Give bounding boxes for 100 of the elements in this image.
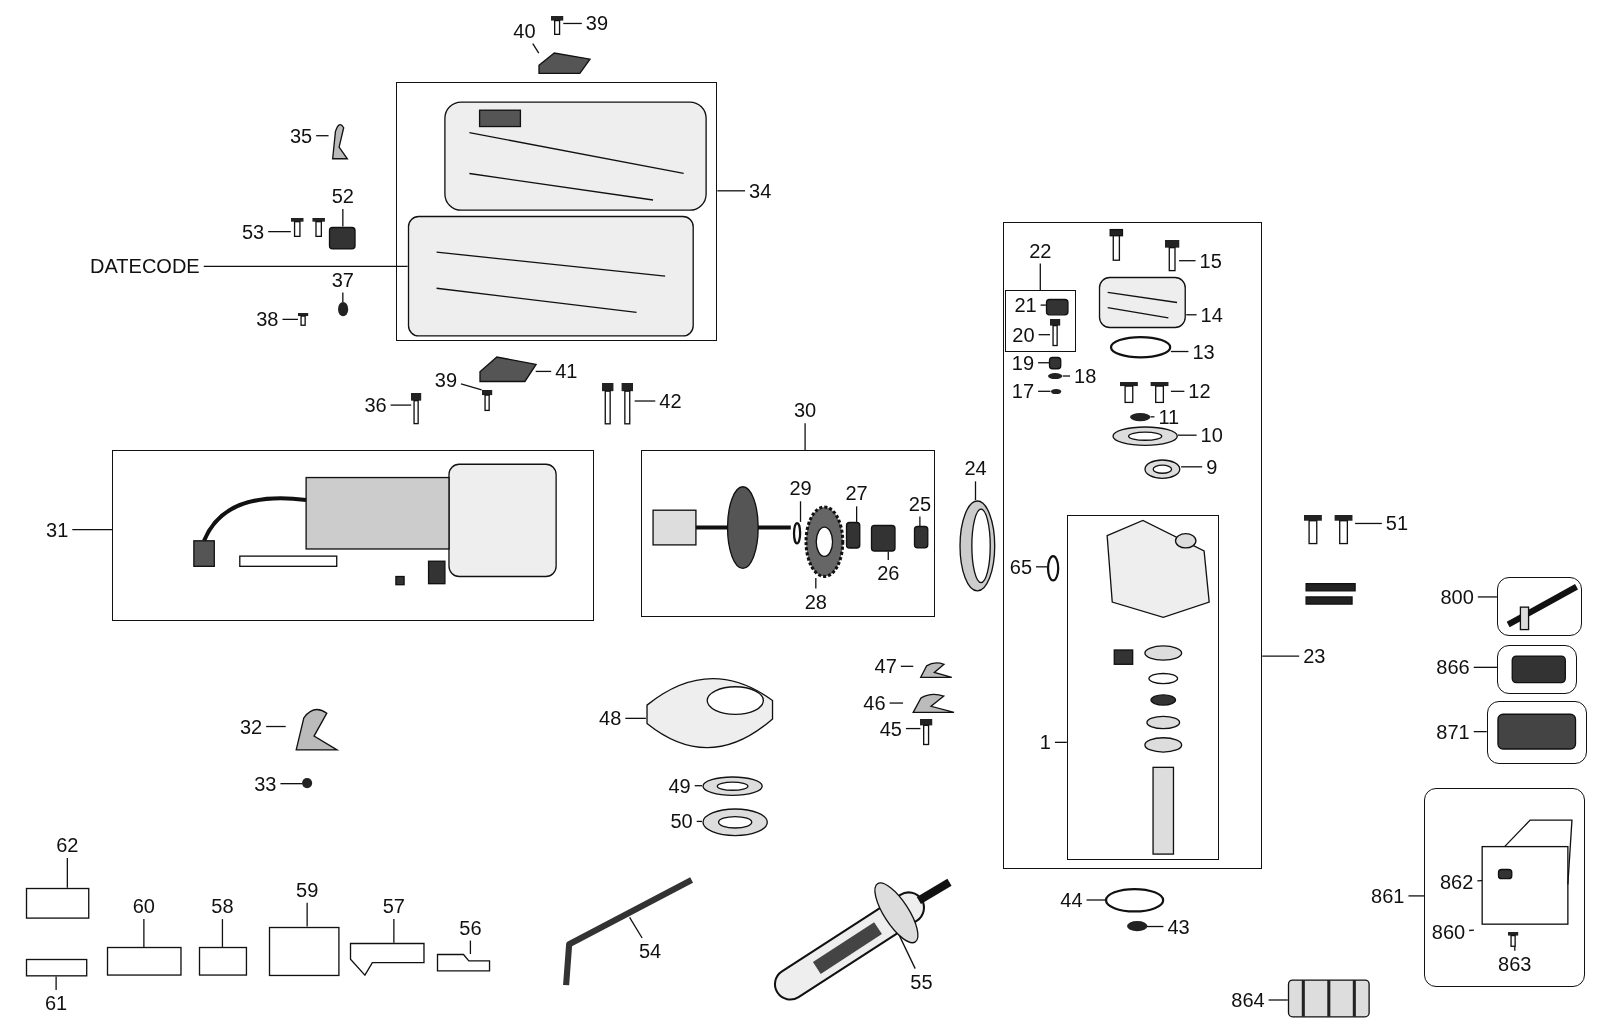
small-part-drawing: [1050, 389, 1061, 395]
callout-number: 51: [1384, 512, 1410, 535]
callout-number: 800: [1439, 585, 1475, 608]
callout-number: 866: [1435, 656, 1471, 679]
callout-number: 13: [1191, 340, 1216, 363]
callout-number: 17: [1010, 380, 1036, 403]
callout-number: 37: [330, 268, 355, 291]
screw-drawing: [297, 313, 309, 326]
callout-number: 19: [1010, 351, 1036, 374]
leader-line: [535, 370, 552, 373]
callout-number: 30: [792, 399, 818, 422]
leader-line: [1178, 260, 1197, 262]
group-frame: [1496, 644, 1577, 694]
leader-line: [1170, 390, 1185, 392]
leader-line: [1062, 375, 1071, 377]
callout-number: 56: [458, 916, 483, 939]
ring-drawing: [1109, 336, 1171, 359]
small-part-drawing: [302, 777, 313, 788]
callout-number: 53: [240, 220, 266, 243]
callout-number: 43: [1166, 915, 1191, 938]
callout-number: 33: [253, 772, 278, 795]
leader-line: [71, 528, 113, 531]
leader-line: [315, 135, 330, 137]
leader-line: [393, 918, 395, 944]
callout-number: 45: [878, 717, 903, 740]
screw-drawing: [1507, 932, 1518, 947]
leader-line: [1149, 416, 1156, 418]
screw-drawing: [481, 389, 492, 411]
leader-line: [1468, 929, 1475, 932]
leader-line: [905, 727, 922, 730]
callout-number: 54: [637, 940, 663, 962]
disk-drawing: [959, 500, 996, 592]
leader-line: [265, 725, 287, 728]
leader-line: [143, 918, 145, 948]
callout-number: 12: [1187, 380, 1212, 403]
callout-number: 14: [1199, 303, 1224, 326]
label-drawing: [198, 946, 247, 976]
leader-line: [628, 916, 643, 939]
callout-number: 21: [1013, 294, 1038, 317]
group-frame: [1424, 787, 1585, 987]
small-part-drawing: [337, 302, 348, 317]
part-drawing: [328, 226, 356, 249]
leader-line: [1407, 895, 1426, 897]
leader-line: [634, 400, 656, 402]
label-drawing: [269, 926, 340, 976]
callout-number: 25: [907, 492, 932, 515]
part-drawing: [1049, 356, 1062, 369]
callout-number: 31: [45, 518, 70, 541]
cover-drawing: [479, 357, 536, 382]
callout-number: 35: [288, 124, 314, 147]
screw-drawing: [411, 392, 422, 424]
part-drawing: [1498, 869, 1513, 880]
housing-drawing: [407, 215, 694, 337]
callout-number: 61: [44, 992, 69, 1015]
callout-number: 52: [330, 184, 355, 207]
label-drawing: [25, 887, 89, 919]
leader-line: [532, 42, 540, 54]
leader-line: [1170, 350, 1190, 353]
leader-line: [799, 500, 802, 523]
callout-label: DATECODE: [89, 255, 201, 278]
screw-pair-drawing: [290, 218, 327, 237]
leader-line: [804, 422, 806, 451]
callout-number: 15: [1198, 249, 1223, 272]
screw-drawing: [1164, 240, 1180, 271]
group-frame: [1486, 701, 1587, 765]
label-drawing: [350, 942, 425, 976]
ring-drawing: [1105, 887, 1165, 913]
leader-line: [974, 480, 977, 501]
callout-number: 44: [1059, 889, 1084, 911]
screw-pair-drawing: [1119, 382, 1171, 403]
leader-line: [390, 404, 412, 406]
callout-number: 18: [1073, 365, 1098, 387]
leader-line: [562, 22, 583, 25]
leader-line: [1177, 434, 1198, 436]
group-frame: [1003, 222, 1263, 870]
callout-number: 59: [295, 878, 320, 901]
callout-number: 22: [1028, 239, 1053, 262]
callout-number: 860: [1430, 921, 1467, 944]
bearing-drawing: [702, 808, 769, 837]
callout-number: 24: [963, 457, 988, 480]
group-frame: [1004, 290, 1076, 352]
callout-number: 863: [1497, 952, 1533, 975]
leader-line: [1514, 945, 1516, 952]
callout-number: 48: [598, 707, 623, 730]
callout-number: 58: [210, 895, 235, 918]
cover-drawing: [538, 53, 590, 74]
callout-number: 861: [1370, 884, 1406, 907]
part-drawing: [846, 521, 861, 549]
callout-number: 50: [669, 810, 694, 833]
callout-number: 862: [1438, 871, 1475, 894]
small-part-drawing: [1130, 412, 1151, 421]
callout-number: 11: [1157, 405, 1181, 428]
leader-line: [900, 665, 914, 667]
callout-number: 39: [584, 12, 610, 35]
leader-line: [624, 717, 647, 719]
callout-number: 38: [255, 308, 280, 331]
callout-number: 28: [803, 590, 828, 613]
leader-line: [1039, 262, 1041, 291]
leader-line: [1477, 596, 1498, 598]
leader-line: [696, 820, 703, 823]
